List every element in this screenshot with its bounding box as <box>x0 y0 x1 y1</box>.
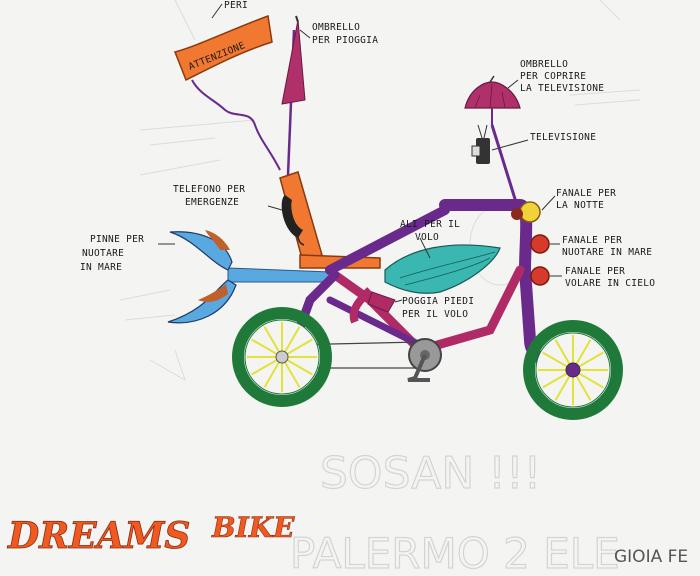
television <box>471 124 529 164</box>
label-pinne-line3: IN MARE <box>80 262 122 273</box>
tv-umbrella <box>464 75 521 125</box>
rain-umbrella <box>281 15 311 176</box>
rear-wheel <box>232 307 332 407</box>
lamps <box>511 195 562 286</box>
flag-pointer-line <box>211 3 223 19</box>
title: DREAMS BIKE <box>7 511 296 558</box>
label-fanale-notte-line1: FANALE PER <box>556 188 616 199</box>
label-ombrello-tv-line3: LA TELEVISIONE <box>520 83 604 94</box>
wings <box>384 237 501 294</box>
tv-umbrella-canopy <box>464 81 521 109</box>
front-hub <box>565 362 581 378</box>
ghost-text-sosan: SOSAN !!! <box>320 448 541 499</box>
label-poggia-line2: PER IL VOLO <box>402 309 468 320</box>
fin-upper <box>169 231 233 271</box>
label-fanale-mare: FANALE PER NUOTARE IN MARE <box>562 235 652 258</box>
label-pinne-line2: NUOTARE <box>82 248 124 259</box>
phone-handset <box>281 195 303 238</box>
telephone <box>267 195 305 246</box>
label-ali-line2: VOLO <box>415 232 439 243</box>
label-televisione: TELEVISIONE <box>530 132 596 143</box>
label-fanale-mare-line1: FANALE PER <box>562 235 622 246</box>
lamp-night <box>519 201 541 223</box>
label-ali: ALI PER IL VOLO <box>400 219 460 243</box>
chain-stay <box>326 296 424 349</box>
warning-flag: ATTENZIONE PERI <box>173 0 281 171</box>
label-telefono-line1: TELEFONO PER <box>173 184 245 195</box>
label-fanale-mare-line2: NUOTARE IN MARE <box>562 247 652 258</box>
label-fanale-cielo-line2: VOLARE IN CIELO <box>565 278 655 289</box>
tail-stem <box>227 267 331 283</box>
fins <box>158 230 331 324</box>
top-tube <box>325 205 450 275</box>
background-scrawl: SOSAN !!! PALERMO 2 ELE <box>289 447 620 576</box>
flag-top-text: PERI <box>224 0 248 11</box>
wing-shape <box>384 244 501 294</box>
umbrella-canopy <box>281 19 306 105</box>
rear-tire <box>232 307 332 407</box>
label-pinne: PINNE PER NUOTARE IN MARE <box>80 234 144 273</box>
footrest <box>367 291 403 313</box>
label-poggia-line1: POGGIA PIEDI <box>402 296 474 307</box>
label-pinne-line1: PINNE PER <box>90 234 144 245</box>
label-fanale-notte-line2: LA NOTTE <box>556 200 604 211</box>
seat-post <box>349 287 373 324</box>
label-ali-line1: ALI PER IL <box>400 219 460 230</box>
ghost-text-palermo: PALERMO 2 ELE <box>290 529 620 576</box>
title-word-dreams: DREAMS <box>7 515 190 557</box>
label-fanale-notte: FANALE PER LA NOTTE <box>556 188 616 211</box>
label-fanale-cielo-line1: FANALE PER <box>565 266 625 277</box>
signature: GIOIA FE <box>614 547 688 567</box>
label-telefono-line2: EMERGENZE <box>185 197 239 208</box>
chainring <box>407 338 442 382</box>
label-telefono: TELEFONO PER EMERGENZE <box>173 184 245 208</box>
label-ombrello-pioggia: OMBRELLO PER PIOGGIA <box>312 22 378 46</box>
lamp-sea <box>530 234 550 254</box>
label-ombrello-pioggia-line2: PER PIOGGIA <box>312 35 378 46</box>
label-poggia: POGGIA PIEDI PER IL VOLO <box>402 296 474 320</box>
pedal <box>407 354 430 382</box>
label-ombrello-tv-line2: PER COPRIRE <box>520 71 586 82</box>
label-ombrello-tv-line1: OMBRELLO <box>520 59 568 70</box>
label-ombrello-pioggia-line1: OMBRELLO <box>312 22 360 33</box>
lamp-sky <box>530 266 550 286</box>
label-fanale-cielo: FANALE PER VOLARE IN CIELO <box>565 266 655 289</box>
rear-hub <box>275 350 289 364</box>
flag-string <box>191 79 281 171</box>
flag-banner <box>173 14 273 82</box>
front-wheel <box>523 320 623 420</box>
title-word-bike: BIKE <box>211 511 295 544</box>
tv-body <box>476 138 490 164</box>
label-ombrello-tv: OMBRELLO PER COPRIRE LA TELEVISIONE <box>520 59 604 94</box>
front-tire <box>523 320 623 420</box>
